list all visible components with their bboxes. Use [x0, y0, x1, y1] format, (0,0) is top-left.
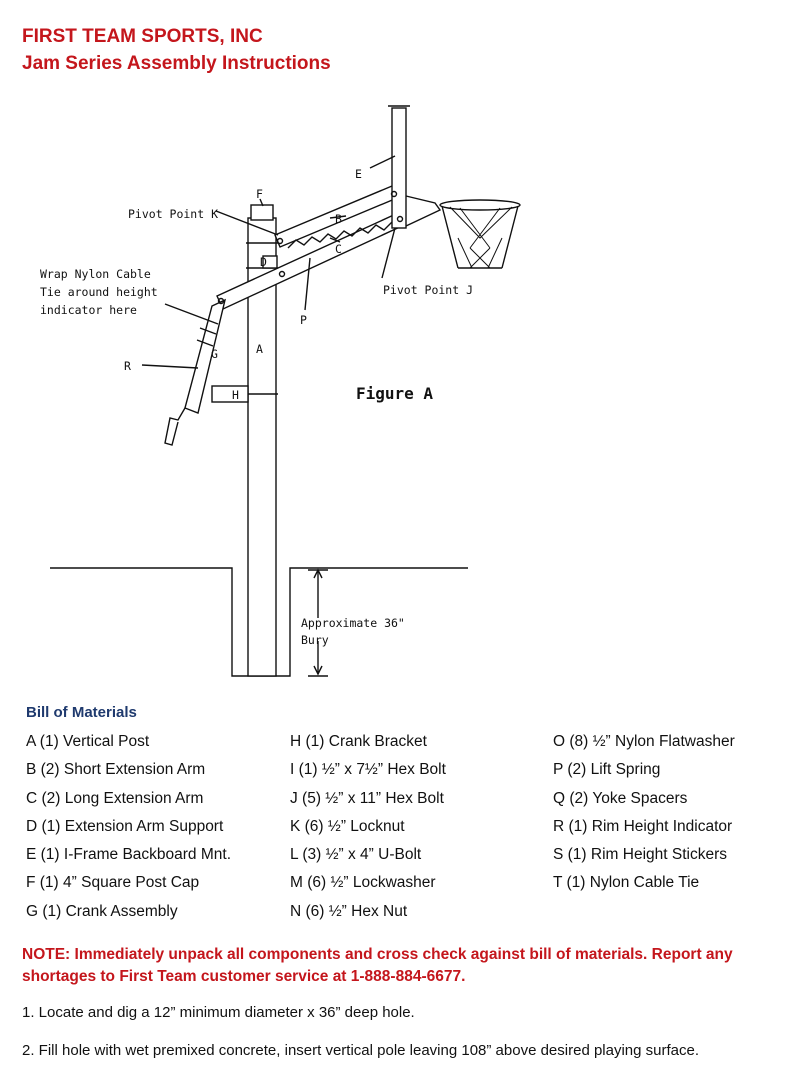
- bom-item: T (1) Nylon Cable Tie: [553, 874, 700, 892]
- bom-item: M (6) ½” Lockwasher: [290, 874, 436, 892]
- step-1: 1. Locate and dig a 12” minimum diameter…: [22, 1004, 415, 1021]
- label-g: G: [211, 347, 218, 361]
- label-c: C: [335, 242, 342, 256]
- backboard-mount: [391, 107, 407, 229]
- bom-item: Q (2) Yoke Spacers: [553, 789, 688, 807]
- bom-item: R (1) Rim Height Indicator: [553, 817, 733, 835]
- bom-column-1: A (1) Vertical Post B (2) Short Extensio…: [26, 730, 231, 928]
- bom-item: G (1) Crank Assembly: [26, 902, 178, 920]
- label-p: P: [300, 313, 307, 327]
- bom-item: L (3) ½” x 4” U-Bolt: [290, 846, 422, 864]
- bom-item: S (1) Rim Height Stickers: [553, 846, 727, 864]
- company-title: FIRST TEAM SPORTS, INC: [22, 26, 263, 47]
- bom-item: O (8) ½” Nylon Flatwasher: [553, 733, 735, 750]
- bom-column-3: O (8) ½” Nylon Flatwasher P (2) Lift Spr…: [553, 730, 735, 900]
- bom-item: P (2) Lift Spring: [553, 761, 661, 779]
- lift-spring: [287, 221, 393, 249]
- bom-item: K (6) ½” Locknut: [290, 817, 405, 835]
- net: [441, 205, 519, 269]
- crank-assembly: [184, 298, 227, 414]
- label-pivot-k: Pivot Point K: [128, 207, 218, 221]
- label-wrap-2: Tie around height: [40, 285, 158, 299]
- label-d: D: [260, 255, 267, 269]
- bom-column-2: H (1) Crank Bracket I (1) ½” x 7½” Hex B…: [290, 730, 446, 928]
- label-bury-2: Bury: [301, 633, 329, 647]
- bom-item: J (5) ½” x 11” Hex Bolt: [290, 789, 444, 807]
- rim: [439, 199, 521, 211]
- bom-item: D (1) Extension Arm Support: [26, 817, 224, 835]
- crank-bracket: [211, 385, 249, 403]
- post-cap: [250, 204, 274, 221]
- label-wrap-3: indicator here: [40, 303, 137, 317]
- bom-item: F (1) 4” Square Post Cap: [26, 874, 200, 892]
- bom-item: I (1) ½” x 7½” Hex Bolt: [290, 761, 446, 779]
- label-bury-1: Approximate 36": [301, 616, 405, 630]
- step-2: 2. Fill hole with wet premixed concrete,…: [22, 1042, 700, 1059]
- label-a: A: [256, 342, 263, 356]
- label-h: H: [232, 388, 239, 402]
- label-b: B: [335, 212, 342, 226]
- bom-item: H (1) Crank Bracket: [290, 733, 427, 750]
- assembly-diagram: Pivot Point K Pivot Point J Wrap Nylon C…: [40, 105, 521, 677]
- label-r: R: [124, 359, 131, 373]
- crank-handle: [164, 407, 186, 446]
- bom-item: B (2) Short Extension Arm: [26, 761, 206, 779]
- bom-item: A (1) Vertical Post: [26, 733, 150, 750]
- bom-item: N (6) ½” Hex Nut: [290, 902, 408, 920]
- figure-caption: Figure A: [356, 384, 433, 403]
- label-wrap-1: Wrap Nylon Cable: [40, 267, 151, 281]
- bill-of-materials-heading: Bill of Materials: [26, 704, 137, 721]
- label-e: E: [355, 167, 362, 181]
- bom-item: C (2) Long Extension Arm: [26, 789, 204, 807]
- label-pivot-j: Pivot Point J: [383, 283, 473, 297]
- shortage-note: NOTE: Immediately unpack all components …: [22, 946, 733, 985]
- bom-item: E (1) I-Frame Backboard Mnt.: [26, 846, 232, 864]
- label-f: F: [256, 187, 263, 201]
- document-subtitle: Jam Series Assembly Instructions: [22, 53, 331, 74]
